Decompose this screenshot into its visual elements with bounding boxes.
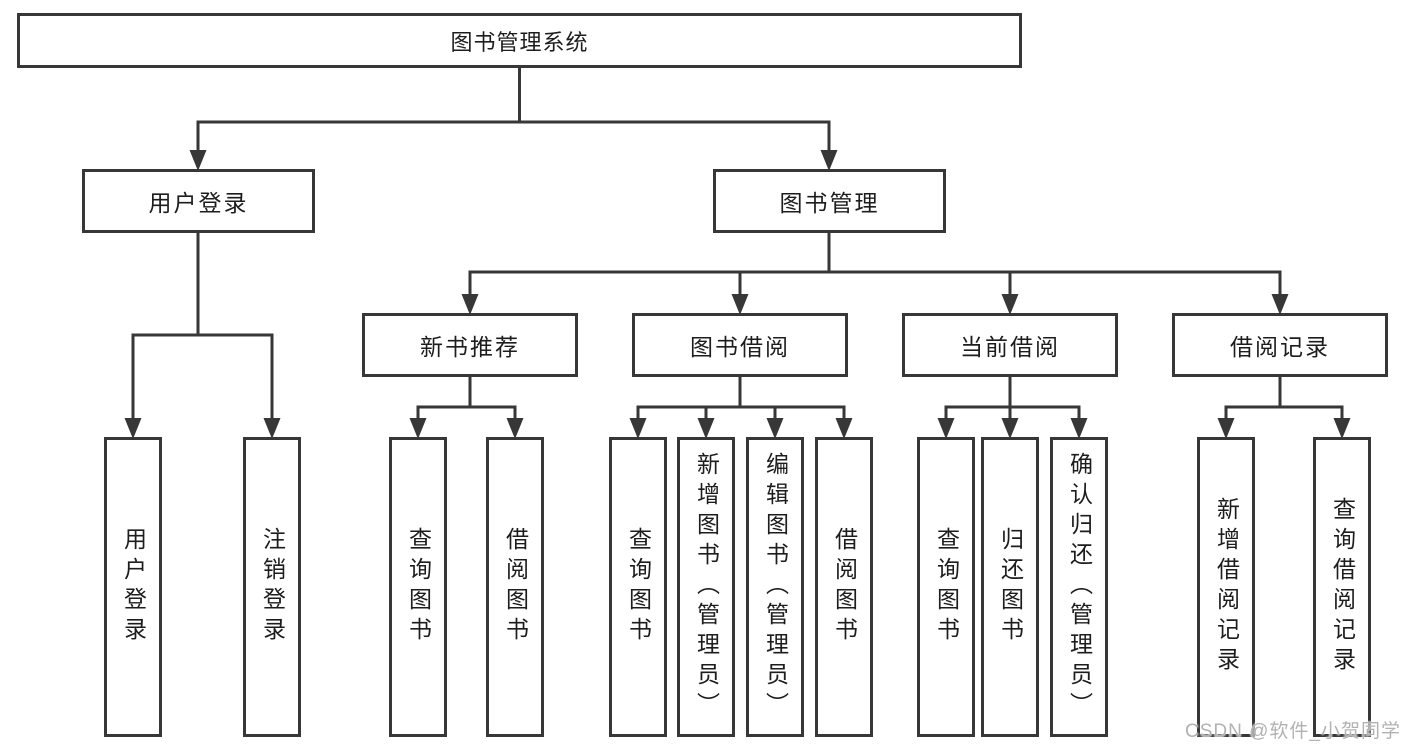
leaf-borrow-books: 借阅图书 [815,437,873,737]
node-new-book-recommend: 新书推荐 [362,313,578,377]
node-user-login: 用户登录 [82,169,315,233]
node-borrowing-records: 借阅记录 [1172,313,1388,377]
leaf-query-books-borrowing: 查询图书 [609,437,667,737]
leaf-query-borrow-record-label: 查询借阅记录 [1329,497,1356,677]
leaf-add-borrow-record-label: 新增借阅记录 [1213,497,1240,677]
node-book-borrowing-label: 图书借阅 [690,334,790,360]
leaf-query-books-current-label: 查询图书 [933,527,960,647]
leaf-edit-book-admin-label: 编辑图书（管理员） [762,452,789,722]
leaf-edit-book-admin: 编辑图书（管理员） [746,437,804,737]
leaf-add-book-admin: 新增图书（管理员） [677,437,735,737]
leaf-add-borrow-record: 新增借阅记录 [1197,437,1255,737]
node-book-management: 图书管理 [713,169,946,233]
leaf-confirm-return-admin-label: 确认归还（管理员） [1066,452,1093,722]
leaf-user-login-label: 用户登录 [120,527,147,647]
node-borrowing-records-label: 借阅记录 [1230,334,1330,360]
node-new-book-recommend-label: 新书推荐 [420,334,520,360]
node-current-borrowing: 当前借阅 [902,313,1118,377]
node-book-management-label: 图书管理 [779,190,880,216]
leaf-borrow-books-recommend-label: 借阅图书 [502,527,529,647]
node-current-borrowing-label: 当前借阅 [960,334,1060,360]
node-book-borrowing: 图书借阅 [632,313,848,377]
leaf-confirm-return-admin: 确认归还（管理员） [1050,437,1108,737]
leaf-add-book-admin-label: 新增图书（管理员） [693,452,720,722]
node-library-system-label: 图书管理系统 [450,29,589,55]
leaf-query-books-current: 查询图书 [917,437,975,737]
arrowheads [124,150,1351,439]
node-library-system: 图书管理系统 [17,13,1022,68]
leaf-return-books: 归还图书 [981,437,1039,737]
leaf-return-books-label: 归还图书 [997,527,1024,647]
leaf-logout-label: 注销登录 [259,527,286,647]
leaf-user-login: 用户登录 [104,437,162,737]
leaf-borrow-books-recommend: 借阅图书 [486,437,544,737]
leaf-query-books-recommend: 查询图书 [389,437,447,737]
leaf-query-books-borrowing-label: 查询图书 [625,527,652,647]
leaf-borrow-books-label: 借阅图书 [831,527,858,647]
leaf-query-books-recommend-label: 查询图书 [405,527,432,647]
leaf-logout: 注销登录 [243,437,301,737]
csdn-watermark: CSDN @软件_小贺同学 [1185,721,1401,742]
leaf-query-borrow-record: 查询借阅记录 [1313,437,1371,737]
tree-edges [131,68,1344,424]
node-user-login-label: 用户登录 [148,190,249,216]
